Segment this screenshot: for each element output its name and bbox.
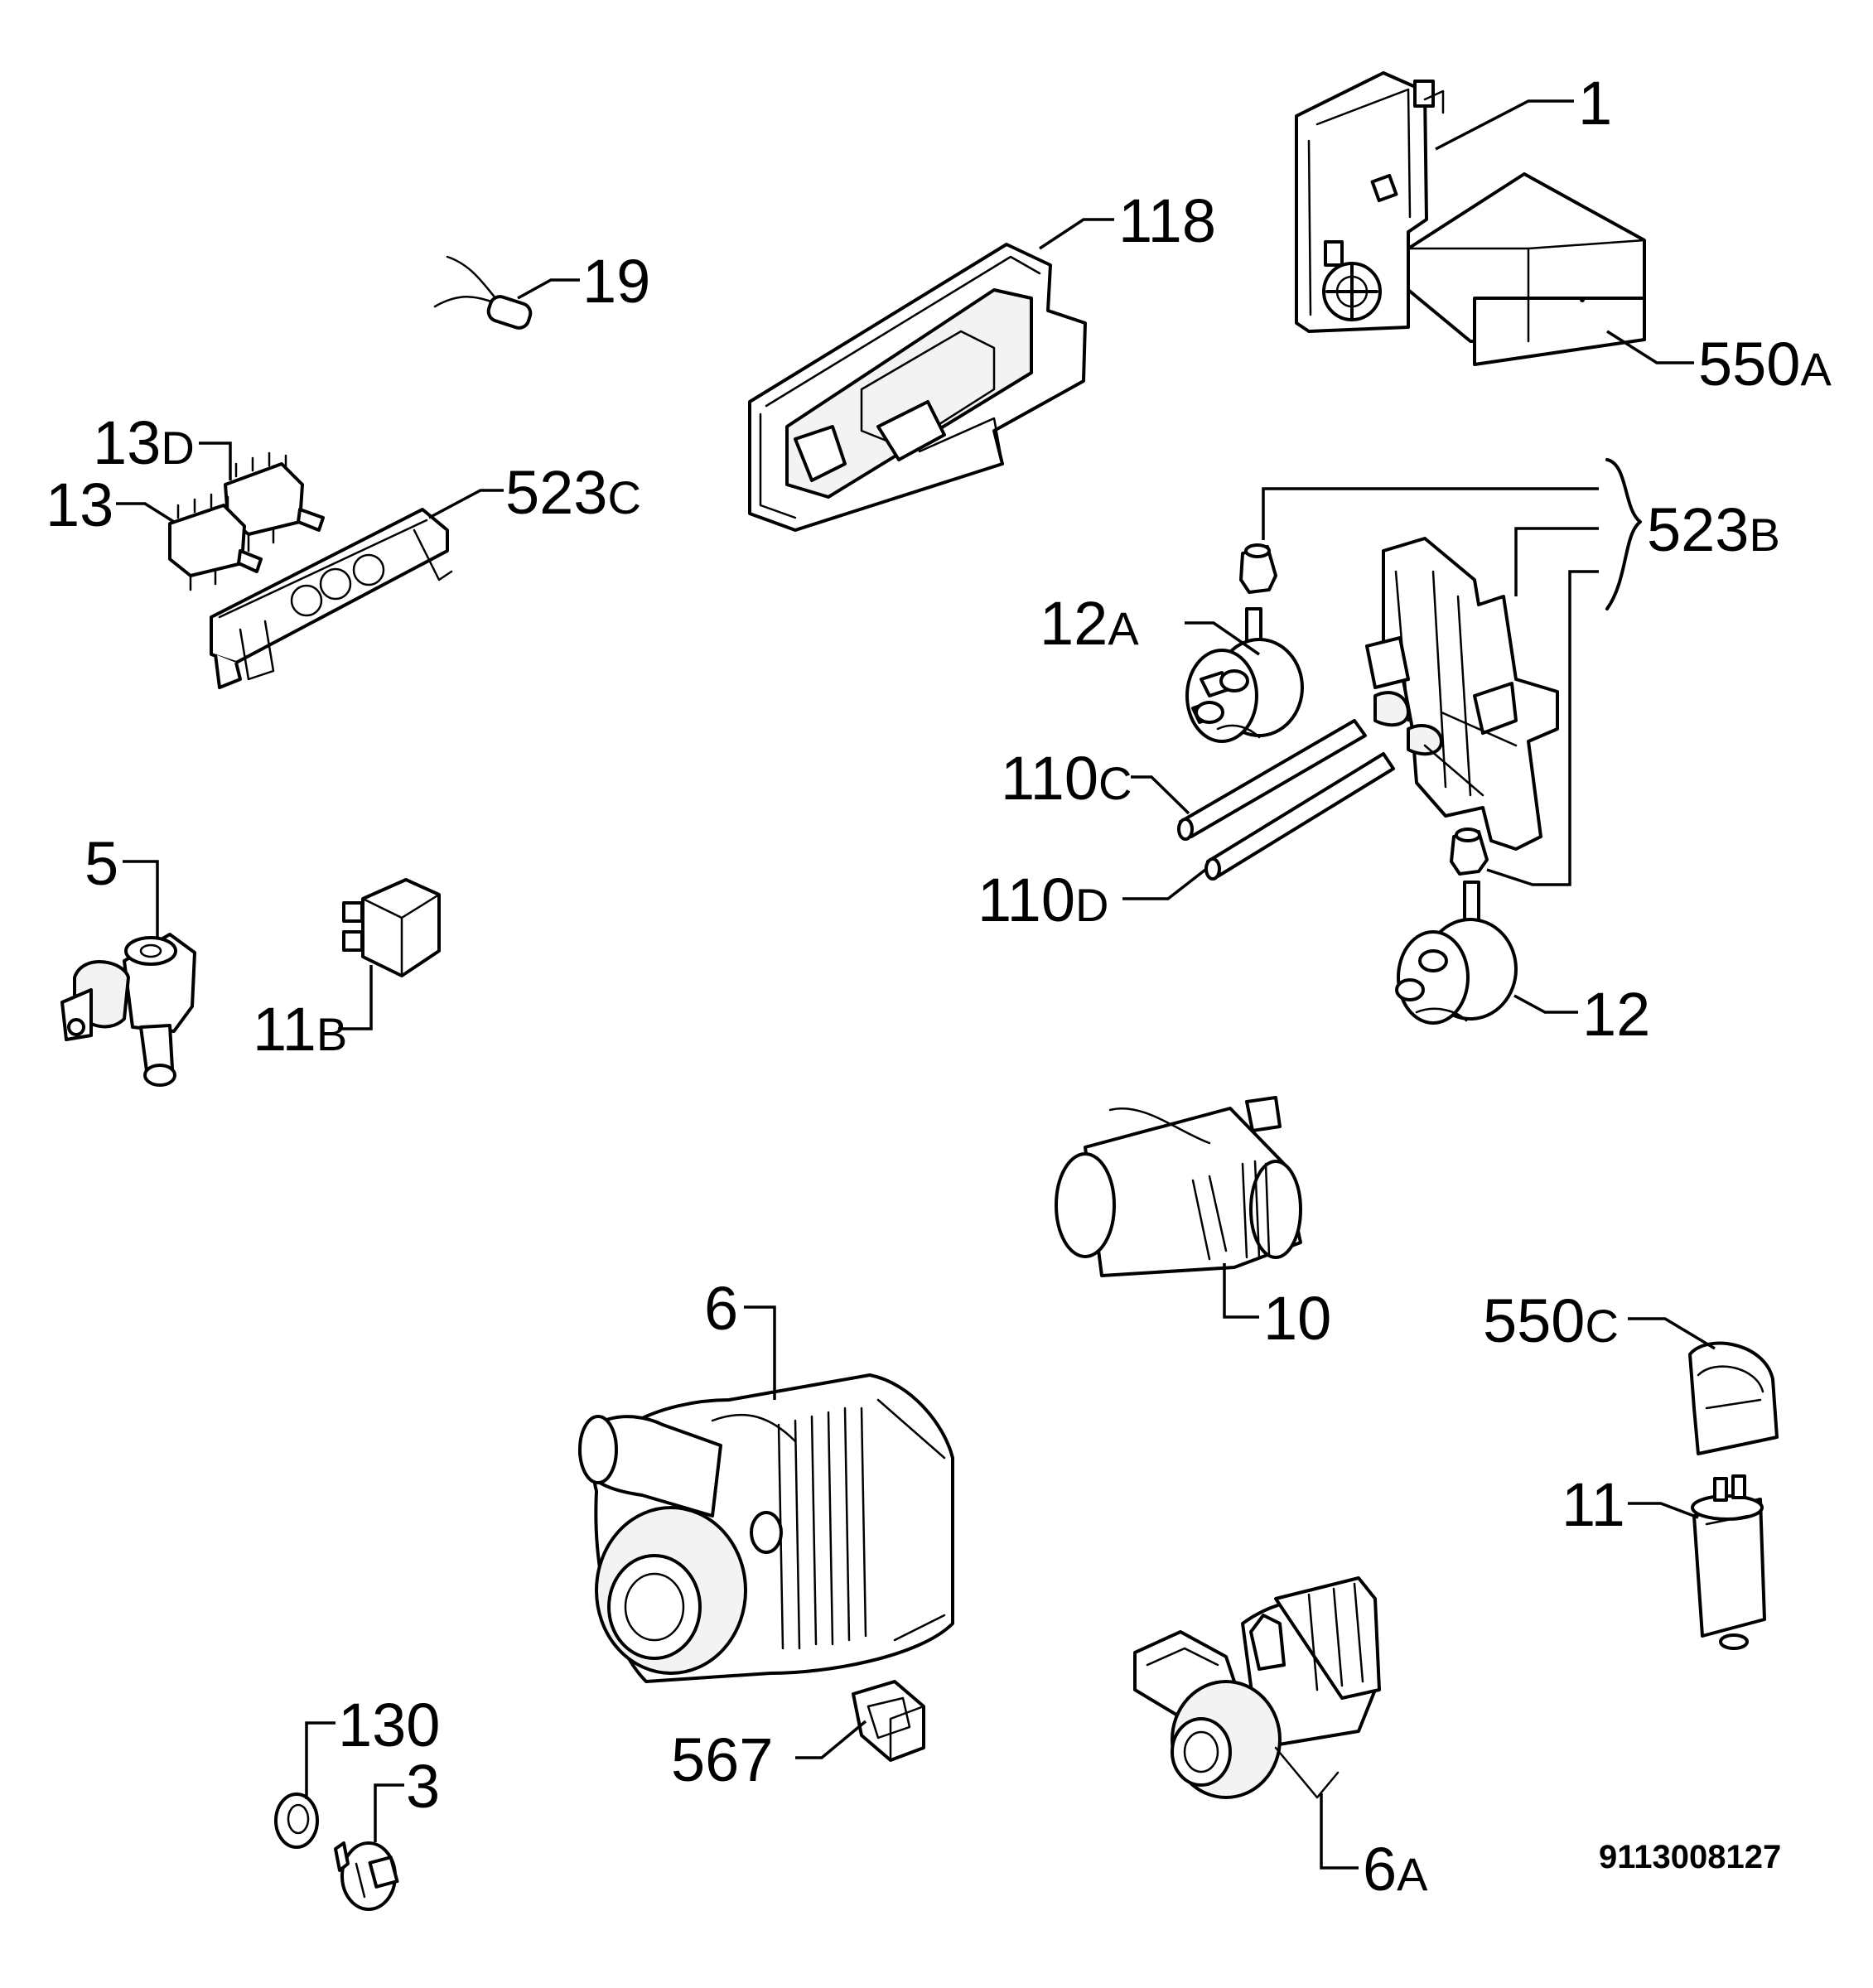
label-12: 12 <box>1582 980 1650 1049</box>
leader-523b-a <box>1262 487 1599 540</box>
leader-550a <box>1606 330 1694 364</box>
part-110c-hose <box>1177 719 1367 841</box>
label-567: 567 <box>671 1725 773 1794</box>
label-12a: 12A <box>1040 589 1139 658</box>
leader-110c <box>1131 775 1190 815</box>
label-10: 10 <box>1263 1284 1331 1353</box>
label-523b: 523B <box>1647 495 1780 564</box>
document-number: 9113008127 <box>1599 1839 1781 1875</box>
leader-13d <box>199 442 232 480</box>
part-550c-cap <box>1688 1341 1779 1455</box>
part-523b-bracket <box>1365 537 1559 851</box>
leader-10 <box>1223 1263 1259 1319</box>
label-130: 130 <box>338 1691 440 1759</box>
label-11b: 11B <box>253 995 347 1064</box>
label-110d: 110D <box>978 866 1108 934</box>
part-5-inlet-valve <box>60 933 196 1087</box>
label-523c: 523C <box>505 458 641 527</box>
leader-13 <box>116 502 175 524</box>
label-6: 6 <box>704 1274 738 1343</box>
part-6-motor <box>578 1373 954 1683</box>
leader-3 <box>374 1783 404 1842</box>
leader-523c <box>428 489 504 519</box>
part-1-timer <box>1295 71 1445 333</box>
part-3-plug <box>334 1841 399 1911</box>
part-110d-hose <box>1204 752 1395 881</box>
leader-5 <box>123 860 159 938</box>
label-110c: 110C <box>1001 744 1132 813</box>
leader-523b-c <box>1486 570 1599 886</box>
leader-6a <box>1320 1793 1359 1870</box>
part-13-switch <box>168 493 263 591</box>
label-118: 118 <box>1118 186 1216 255</box>
label-19: 19 <box>582 247 650 316</box>
part-12-pressure-switch <box>1395 881 1518 1025</box>
part-6a-drain-pump <box>1133 1576 1381 1799</box>
brace-523b <box>1605 458 1642 610</box>
part-550a-cover <box>1407 172 1646 366</box>
part-10-heater <box>1055 1096 1302 1277</box>
label-13: 13 <box>46 470 113 539</box>
leader-118 <box>1039 218 1114 250</box>
leader-567 <box>795 1720 867 1759</box>
label-13d: 13D <box>93 408 195 477</box>
part-12a-pressure-switch <box>1185 607 1304 743</box>
label-550c: 550C <box>1483 1286 1619 1355</box>
leader-19 <box>517 278 580 300</box>
leader-12 <box>1513 994 1578 1014</box>
label-6a: 6A <box>1363 1835 1428 1904</box>
leader-6 <box>744 1305 776 1400</box>
label-5: 5 <box>84 829 118 898</box>
label-550a: 550A <box>1698 330 1832 398</box>
part-118-dispenser <box>748 243 1087 532</box>
part-523c-bar <box>210 508 453 689</box>
leader-11 <box>1628 1502 1699 1519</box>
part-19-sensor <box>433 255 533 330</box>
part-130-seal <box>274 1793 319 1849</box>
leader-11b <box>338 965 373 1030</box>
leader-12a <box>1185 621 1260 656</box>
leader-1 <box>1435 99 1574 151</box>
leader-523b-b <box>1514 527 1599 596</box>
label-1: 1 <box>1578 69 1612 138</box>
part-11-capacitor <box>1691 1474 1766 1650</box>
leader-130 <box>305 1721 335 1799</box>
part-567-clip <box>852 1680 925 1762</box>
part-523b-grommet-upper <box>1239 543 1277 594</box>
leader-110d <box>1122 868 1207 900</box>
label-11: 11 <box>1562 1470 1625 1539</box>
part-523b-grommet-lower <box>1450 828 1489 876</box>
part-11b-relay <box>342 878 441 977</box>
leader-550c <box>1628 1317 1716 1350</box>
label-3: 3 <box>406 1752 440 1821</box>
